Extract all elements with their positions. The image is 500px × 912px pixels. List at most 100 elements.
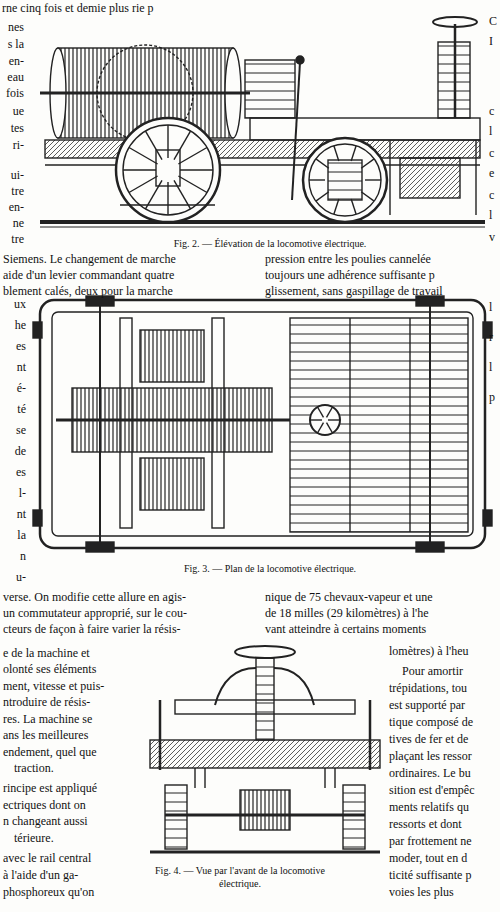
wheel-spoke (174, 131, 191, 160)
text-line: ux (14, 297, 26, 311)
wheel-spoke (167, 182, 168, 215)
text-line: ui- (11, 168, 24, 182)
engraving-stroke (40, 227, 485, 228)
text-line: avec le rail central (3, 851, 91, 865)
engraving-stroke (303, 138, 387, 222)
engraving-stroke (309, 146, 381, 214)
text-line: é- (17, 381, 26, 395)
wheel-spoke (129, 148, 158, 165)
wheel-spoke (327, 423, 333, 433)
wheel-spoke (174, 180, 191, 209)
engraving-stroke (150, 740, 380, 768)
text-line: l (489, 208, 492, 222)
wheel-spoke (146, 180, 163, 209)
text-line: Siemens. Le changement de marche (3, 252, 176, 266)
wheel-spoke (365, 179, 381, 180)
elevation-figure (40, 17, 485, 227)
text-line: l (489, 360, 492, 374)
figure-caption: Fig. 4. — Vue par l'avant de la locomoti… (145, 864, 335, 890)
text-line: tes (11, 121, 24, 135)
engraving-stroke (40, 92, 250, 95)
front-view-figure (150, 646, 380, 852)
engraving-stroke (328, 160, 362, 200)
engraving-stroke (165, 785, 187, 849)
text-line: ntroduire de résis- (3, 695, 90, 709)
wheel-spoke (334, 199, 339, 214)
text-line: ectriques dont on (3, 798, 86, 812)
text-line: par frottement ne (389, 834, 472, 848)
wheel-spoke (180, 169, 213, 170)
engraving-stroke (343, 785, 365, 849)
wheel-spoke (178, 176, 207, 193)
text-line: aide d'un levier commandant quatre (3, 268, 174, 282)
engraving-stroke (235, 646, 295, 658)
engraving-stroke (349, 318, 350, 532)
text-line: tives de fer et de (389, 732, 468, 746)
text-line: en- (9, 200, 24, 214)
engraving-stroke (99, 304, 101, 544)
text-line: té (17, 402, 26, 416)
text-line: he (15, 318, 26, 332)
text-line: vant atteindre à certains moments (265, 622, 426, 636)
engraving-stroke (429, 304, 431, 544)
engraving-stroke (86, 542, 114, 552)
text-line: r (489, 330, 493, 344)
engraving-stroke (416, 542, 444, 552)
engraving-stroke (256, 658, 274, 740)
engraving-stroke (240, 790, 290, 830)
engraving-stroke (195, 768, 335, 788)
engraving-stroke (310, 407, 340, 433)
text-line: es (16, 339, 26, 353)
wheel-spoke (316, 192, 329, 201)
engraving-stroke (72, 388, 272, 452)
engraving-stroke (116, 118, 220, 222)
text-line: ressorts et dont (389, 817, 462, 831)
text-line: ment, vitesse et puis- (3, 679, 104, 693)
text-line: glissement, sans gaspillage de travail (265, 284, 443, 298)
text-line: pression entre les poulies cannelée (265, 252, 431, 266)
engraving-stroke (140, 458, 204, 510)
wheel-spoke (361, 159, 374, 168)
text-line: l (489, 124, 492, 138)
text-line: s la (8, 37, 24, 51)
engraving-stroke (245, 60, 295, 118)
text-line: térieure. (14, 831, 54, 845)
text-line: tre (11, 184, 24, 198)
engraving-stroke (175, 700, 355, 714)
engraving-stroke (475, 140, 476, 215)
text-line: ments relatifs qu (389, 800, 469, 814)
text-line: v (489, 230, 495, 244)
text-line: est supporté par (389, 698, 465, 712)
engraving-stroke (433, 17, 477, 27)
text-line: e (489, 166, 494, 180)
engraving-stroke (310, 405, 340, 435)
text-line: ne (13, 216, 24, 230)
text-line: e de la machine et (3, 646, 90, 660)
text-line: moder, tout en d (389, 851, 467, 865)
text-line: trépidations, tou (389, 681, 467, 695)
text-line: ordinaires. Le bu (389, 766, 471, 780)
text-line: ri- (13, 138, 24, 152)
engraving-stroke (123, 125, 213, 215)
engraving-stroke (120, 318, 132, 528)
text-line: de (15, 444, 26, 458)
engraving-stroke (40, 300, 485, 548)
text-line: es (16, 465, 26, 479)
text-line: C (489, 14, 497, 28)
text-line: res. La machine se (3, 712, 92, 726)
text-line: n (20, 549, 26, 563)
text-line: ue (13, 104, 24, 118)
text-line: olonté ses éléments (3, 662, 96, 676)
text-line: blement calés, deux pour la marche (3, 284, 173, 298)
engraving-stroke (409, 318, 410, 532)
text-line: lomètres) à l'heu (389, 644, 468, 658)
wheel-spoke (318, 407, 324, 417)
text-line: fois (6, 86, 24, 100)
text-line: c (489, 104, 494, 118)
engraving-stroke (140, 330, 204, 382)
wheel-spoke (123, 169, 156, 170)
engraving-stroke (33, 510, 42, 526)
text-line: toujours une adhérence suffisante p (265, 268, 435, 282)
text-line: c (489, 146, 494, 160)
wheel-spoke (146, 131, 163, 160)
